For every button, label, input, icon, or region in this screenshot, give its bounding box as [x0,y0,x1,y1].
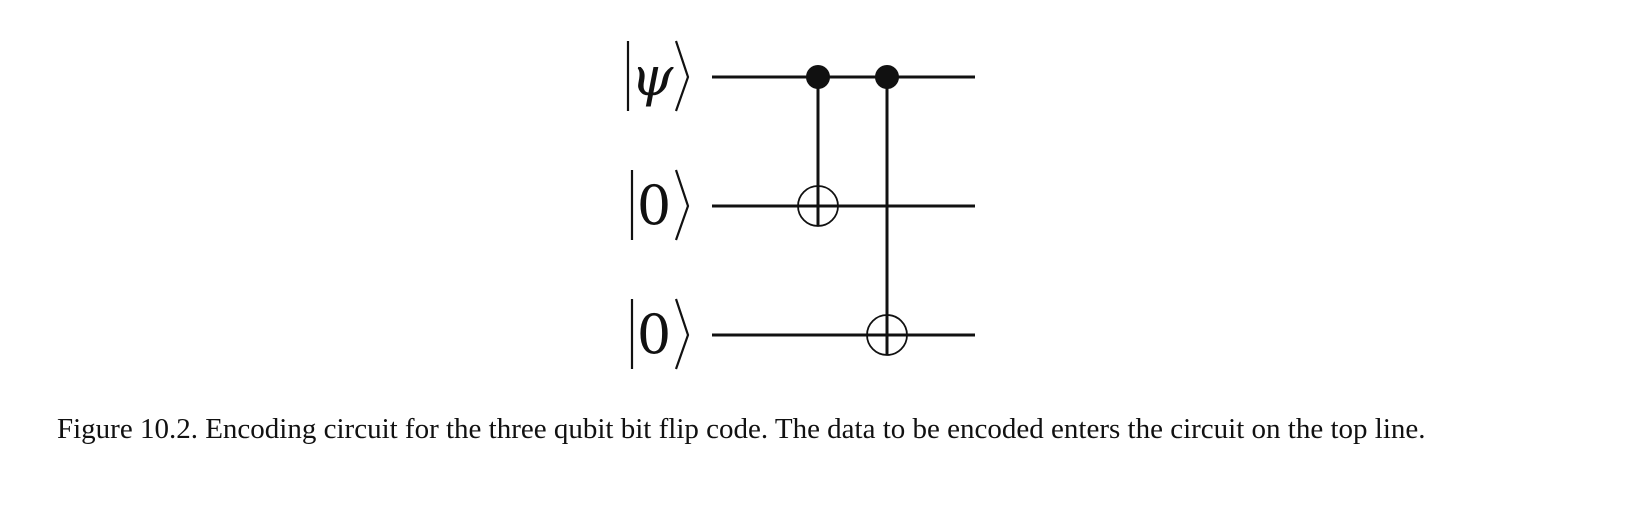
quantum-circuit-diagram: ψ 0 0 [626,40,975,370]
ket-angle-bracket [674,298,690,370]
ket-angle-bracket [674,40,690,112]
cnot-control-dot-1 [875,65,899,89]
ket-label-2: 0 [630,298,690,370]
figure-caption: Figure 10.2. Encoding circuit for the th… [57,413,1426,445]
ket-angle-bracket [674,169,690,241]
ket-state-text: 0 [637,174,671,237]
cnot-control-dot-0 [806,65,830,89]
ket-label-0: ψ [626,40,690,112]
ket-state-text: 0 [637,303,671,366]
ket-state-text: ψ [631,45,674,108]
ket-label-1: 0 [630,169,690,241]
